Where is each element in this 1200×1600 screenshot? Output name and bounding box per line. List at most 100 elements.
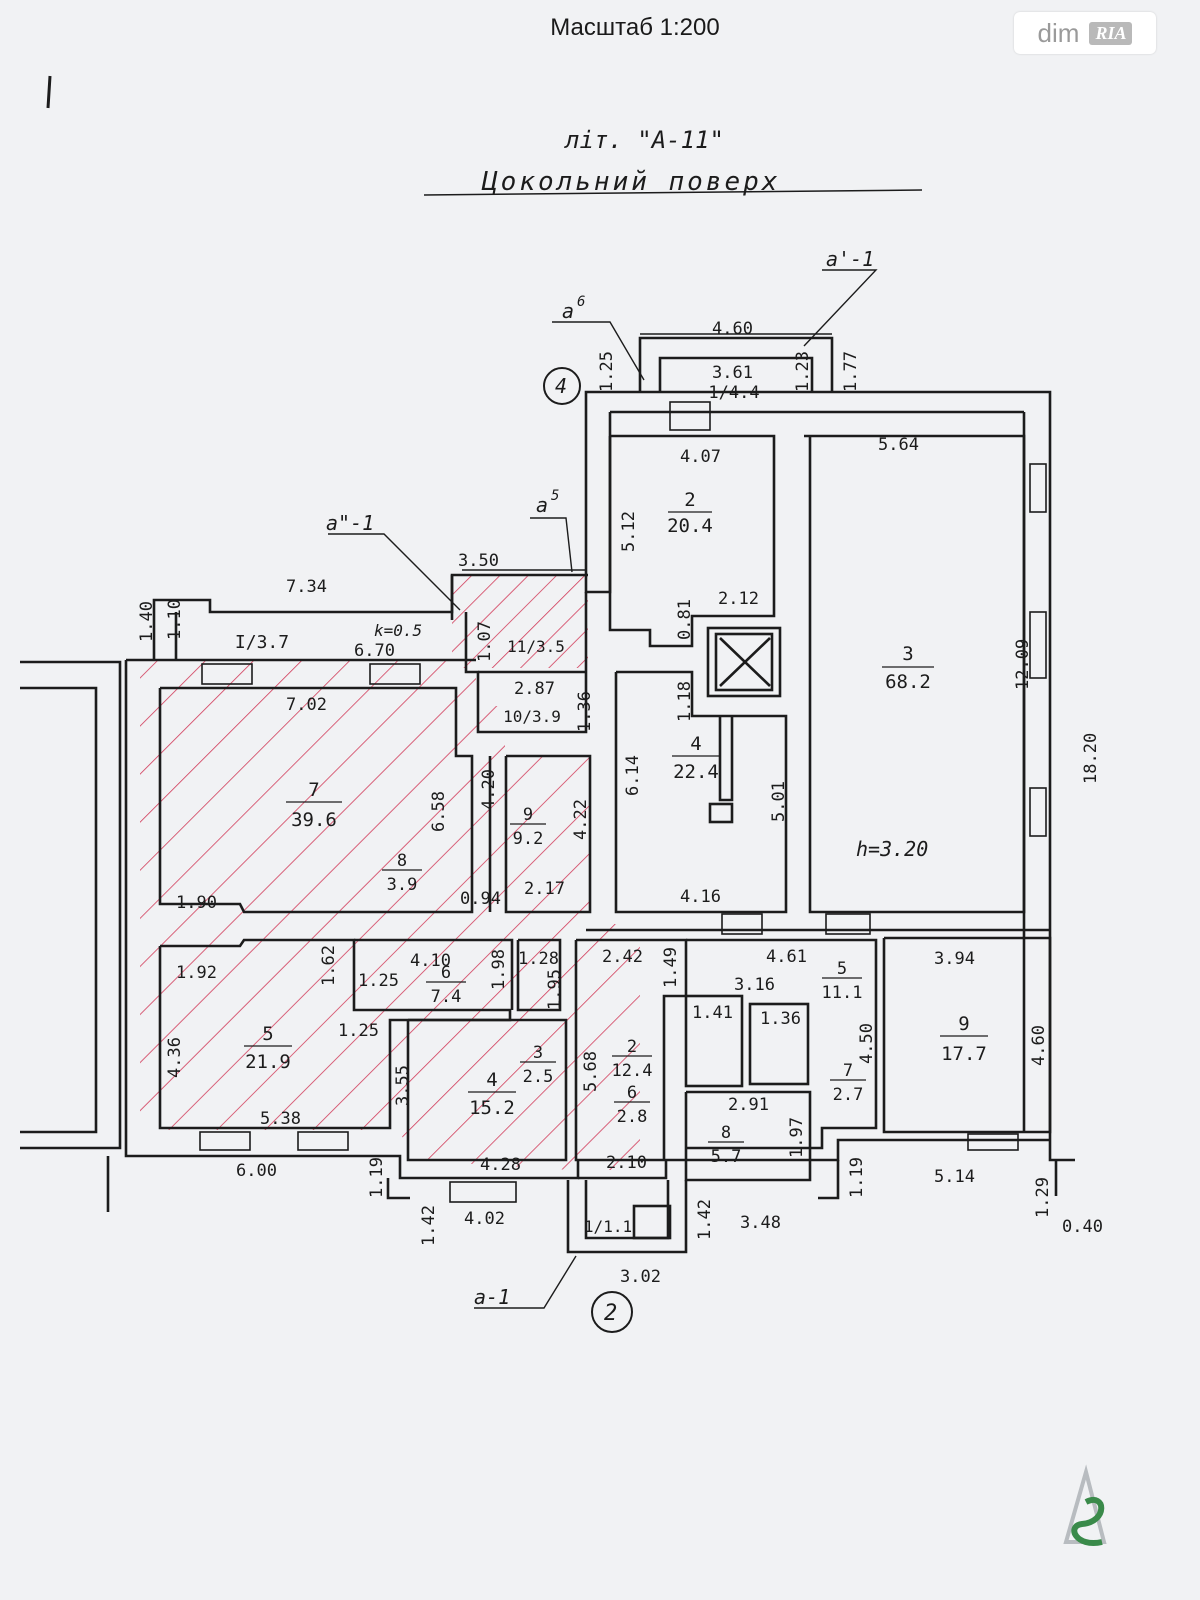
dim: 3.55 bbox=[393, 1065, 413, 1106]
dim: 1.77 bbox=[841, 351, 861, 392]
dim: 3.50 bbox=[458, 551, 499, 571]
leader-a6 bbox=[552, 321, 645, 381]
room-2w: 2 12.4 bbox=[612, 1037, 653, 1081]
room-label: 10/3.9 bbox=[503, 707, 561, 726]
window-e1 bbox=[1029, 463, 1047, 513]
room-9e-walls bbox=[882, 936, 1052, 1134]
windows bbox=[199, 401, 1047, 1203]
room-area: 20.4 bbox=[667, 515, 713, 537]
outer-wall-east bbox=[584, 390, 1075, 1162]
room-area: 7.4 bbox=[431, 987, 462, 1007]
window-s1 bbox=[199, 1131, 251, 1151]
dim: 1.18 bbox=[675, 681, 695, 722]
dim: 4.16 bbox=[680, 887, 721, 907]
dim: 4.61 bbox=[766, 947, 807, 967]
room-number: 2 bbox=[684, 489, 695, 511]
dim: 4.22 bbox=[571, 799, 591, 840]
dim: 1.42 bbox=[695, 1199, 715, 1240]
room-number: 3 bbox=[902, 643, 913, 665]
room-area: 2.5 bbox=[523, 1067, 554, 1087]
dim: 1.62 bbox=[319, 945, 339, 986]
room-label: 11/3.5 bbox=[507, 637, 565, 656]
door-n1 bbox=[669, 401, 711, 431]
entrance-grid bbox=[632, 1204, 672, 1240]
room-area: 68.2 bbox=[885, 671, 931, 693]
wall-segment-nw bbox=[584, 412, 612, 594]
height-label: h=3.20 bbox=[856, 837, 928, 861]
dim: 1.97 bbox=[787, 1117, 807, 1158]
room-number: 9 bbox=[958, 1013, 969, 1035]
room-3w-walls bbox=[516, 938, 562, 1012]
room-5e-walls bbox=[686, 938, 878, 1150]
room-area: 11.1 bbox=[822, 983, 863, 1003]
south-wall bbox=[578, 1138, 1050, 1180]
dim: 1.28 bbox=[518, 949, 559, 969]
dim: 1.36 bbox=[575, 691, 595, 732]
dim: 1.98 bbox=[489, 949, 509, 990]
tag-a5-sup: 5 bbox=[551, 488, 559, 504]
dim: 1.42 bbox=[419, 1205, 439, 1246]
dim: 1.40 bbox=[137, 601, 157, 642]
plan-header: літ. "А-11" Цокольний поверх bbox=[46, 75, 923, 197]
dim: 4.02 bbox=[464, 1209, 505, 1229]
leader-a5 bbox=[530, 517, 573, 573]
room-9-walls bbox=[504, 754, 592, 914]
dim: 2.10 bbox=[606, 1153, 647, 1173]
dim: 2.91 bbox=[728, 1095, 769, 1115]
dim: 18.20 bbox=[1081, 733, 1101, 784]
marker-4-label: 4 bbox=[555, 374, 567, 398]
room-7e: 7 2.7 bbox=[830, 1061, 866, 1105]
leader-a1-top bbox=[803, 269, 878, 347]
dim: 1.10 bbox=[165, 599, 185, 640]
dim: 3.02 bbox=[620, 1267, 661, 1287]
dim: 4.20 bbox=[479, 769, 499, 810]
west-block-south bbox=[124, 660, 580, 1180]
room-area: 17.7 bbox=[941, 1043, 987, 1065]
dim: 1.23 bbox=[793, 351, 813, 392]
room-area: 22.4 bbox=[673, 761, 719, 783]
room-9e: 9 17.7 bbox=[940, 1013, 988, 1065]
room-label: І/3.7 bbox=[235, 632, 289, 653]
dim: 1.19 bbox=[847, 1157, 867, 1198]
dim: 1.25 bbox=[358, 971, 399, 991]
dim: 7.34 bbox=[286, 577, 327, 597]
window-s3 bbox=[449, 1181, 517, 1203]
dim: 2.12 bbox=[718, 589, 759, 609]
stub-se bbox=[818, 1160, 840, 1200]
room-labels: 1/4.4 2 20.4 3 68.2 4 22.4 І/3.7 11/3.5 … bbox=[235, 383, 988, 1236]
room-11: 11/3.5 bbox=[507, 637, 565, 656]
dim: 1.25 bbox=[597, 351, 617, 392]
dim: 5.12 bbox=[619, 511, 639, 552]
tag-a1-bottom: а-1 bbox=[474, 1285, 510, 1309]
dim: 3.16 bbox=[734, 975, 775, 995]
room-4-stub bbox=[718, 716, 734, 802]
room-area: 21.9 bbox=[245, 1051, 291, 1073]
dim: 2.42 bbox=[602, 947, 643, 967]
porch-north-outer bbox=[638, 336, 834, 392]
room-8e-walls bbox=[684, 1090, 812, 1182]
lift-inner bbox=[714, 632, 774, 692]
dim: 1.49 bbox=[661, 947, 681, 988]
room-number: 3 bbox=[533, 1043, 543, 1063]
dim: 1.41 bbox=[692, 1003, 733, 1023]
dim: 1.19 bbox=[367, 1157, 387, 1198]
door-c1 bbox=[825, 913, 871, 935]
dim: 4.10 bbox=[410, 951, 451, 971]
window-e2 bbox=[1029, 611, 1047, 679]
window-n1 bbox=[201, 663, 253, 685]
room-area: 39.6 bbox=[291, 809, 337, 831]
tag-a6-sup: 6 bbox=[577, 294, 585, 310]
room-10: 10/3.9 bbox=[503, 707, 561, 726]
room-6w-walls bbox=[354, 938, 514, 1010]
room-number: 5 bbox=[837, 959, 847, 979]
dim: 2.17 bbox=[524, 879, 565, 899]
room-number: 2 bbox=[627, 1037, 637, 1057]
literal-label: літ. "А-11" bbox=[564, 126, 724, 154]
room-4-post bbox=[708, 802, 734, 824]
door-c2 bbox=[721, 913, 763, 935]
room-number: 5 bbox=[262, 1023, 273, 1045]
dimension-labels: 4.60 3.61 1.25 1.23 1.77 4.07 5.64 5.12 … bbox=[137, 319, 1103, 1287]
dim: 4.60 bbox=[712, 319, 753, 339]
room-area: 2.7 bbox=[833, 1085, 864, 1105]
room-number: 9 bbox=[523, 805, 533, 825]
